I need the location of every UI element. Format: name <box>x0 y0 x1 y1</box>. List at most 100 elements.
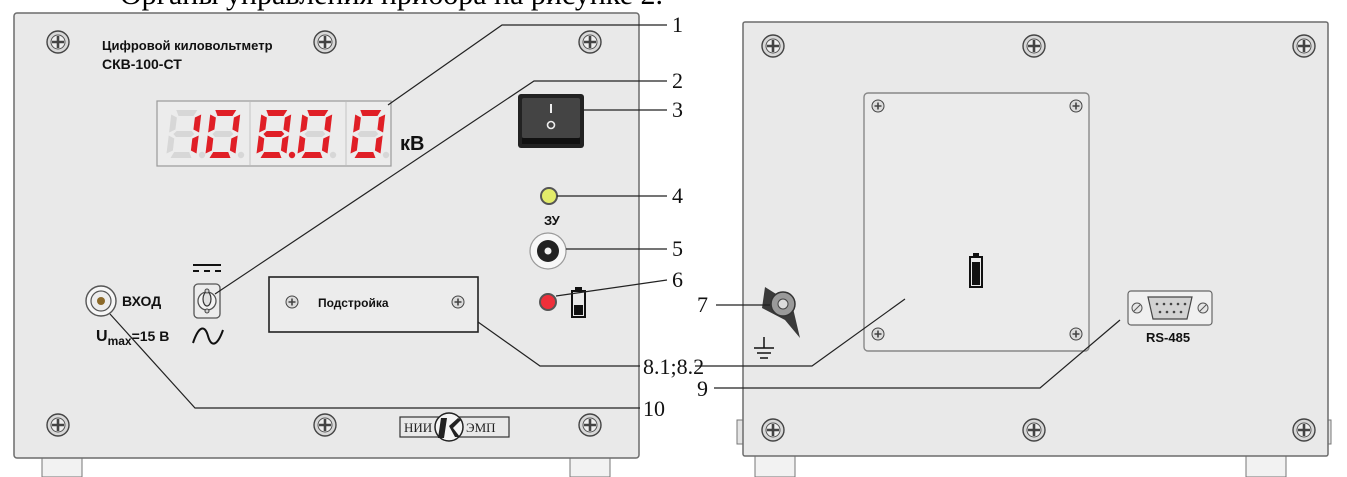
display-segment <box>190 135 199 154</box>
ground-terminal[interactable] <box>762 287 800 338</box>
screw-icon <box>577 412 603 438</box>
screw-icon <box>1291 33 1317 59</box>
callout-label-8: 8.1;8.2 <box>643 354 704 379</box>
screw-icon <box>871 99 885 113</box>
callout-label-1: 1 <box>672 12 683 37</box>
callout-label-6: 6 <box>672 267 683 292</box>
callout-label-9: 9 <box>697 376 708 401</box>
display-segment <box>170 152 192 158</box>
ac-dc-toggle[interactable] <box>193 283 221 319</box>
display-segment <box>353 114 361 133</box>
rs485-label: RS-485 <box>1146 330 1190 345</box>
display-segment <box>324 114 333 133</box>
screw-icon <box>871 327 885 341</box>
front-panel-foot-left <box>41 457 83 477</box>
screw-icon <box>312 412 338 438</box>
rear-panel-foot-right <box>1245 454 1287 477</box>
display-segment <box>166 135 175 154</box>
rear-panel-foot-left <box>754 454 796 477</box>
charger-led <box>540 187 558 205</box>
display-segment <box>259 114 267 133</box>
svg-text:НИИ: НИИ <box>404 420 432 435</box>
callout-labels: 1 2 3 4 5 6 7 8.1;8.2 9 10 <box>643 12 708 421</box>
callout-label-2: 2 <box>672 68 683 93</box>
callout-lines <box>109 24 1121 409</box>
callout-label-7: 7 <box>697 292 708 317</box>
rear-panel: RS-485 <box>736 21 1332 477</box>
display-decimal-point <box>198 151 206 159</box>
company-logo: НИИ ЭМП <box>399 412 510 442</box>
display-segment <box>263 131 285 137</box>
display-segment <box>169 114 177 133</box>
callout-line-9 <box>714 319 1121 389</box>
screw-icon <box>285 295 299 309</box>
ground-icon <box>754 337 774 359</box>
display-segment <box>212 131 234 137</box>
screw-icon <box>760 417 786 443</box>
charger-socket[interactable] <box>529 232 567 270</box>
screw-icon <box>1021 417 1047 443</box>
display-decimal-point <box>288 151 296 159</box>
screw-icon <box>45 29 71 55</box>
display-decimal-point <box>329 151 337 159</box>
display-segment <box>232 114 241 133</box>
screw-icon <box>760 33 786 59</box>
display-segment <box>300 114 308 133</box>
screw-icon <box>1069 99 1083 113</box>
display-segment <box>304 131 326 137</box>
power-switch[interactable] <box>518 94 584 148</box>
adjustment-label: Подстройка <box>318 296 389 310</box>
display-segment <box>176 110 198 116</box>
display-segment <box>301 152 323 158</box>
display-segment <box>173 131 195 137</box>
display-segment <box>374 135 383 154</box>
display-segment <box>280 135 289 154</box>
rs485-port[interactable] <box>1127 290 1213 326</box>
screw-icon <box>312 29 338 55</box>
display-digit <box>256 110 296 159</box>
display-segment <box>266 110 288 116</box>
model-code: СКВ-100-СТ <box>102 56 182 72</box>
adjustment-panel <box>268 276 479 333</box>
display-decimal-point <box>237 151 245 159</box>
display-digits <box>166 110 390 159</box>
battery-compartment-cover <box>863 92 1090 352</box>
display-segment <box>260 152 282 158</box>
input-connector[interactable] <box>85 285 117 317</box>
front-panel: Цифровой киловольтметр СКВ-100-СТ кВ ЗУ <box>13 12 640 477</box>
dc-icon <box>193 264 221 272</box>
battery-led <box>539 293 557 311</box>
model-name: Цифровой киловольтметр <box>102 38 273 53</box>
front-panel-foot-right <box>569 457 611 477</box>
svg-text:ЭМП: ЭМП <box>466 420 496 435</box>
display-decimal-point <box>382 151 390 159</box>
battery-icon <box>571 287 586 318</box>
screw-icon <box>451 295 465 309</box>
screw-icon <box>1069 327 1083 341</box>
power-off-mark-icon <box>546 120 556 130</box>
screw-icon <box>577 29 603 55</box>
display-segment <box>208 114 216 133</box>
display-digit <box>166 110 206 159</box>
callout-line-10 <box>109 313 640 409</box>
screw-icon <box>1021 33 1047 59</box>
screw-icon <box>45 412 71 438</box>
callout-label-10: 10 <box>643 396 665 421</box>
display-digit <box>205 110 245 159</box>
callout-label-3: 3 <box>672 97 683 122</box>
display-segment <box>307 110 329 116</box>
callout-label-5: 5 <box>672 236 683 261</box>
charger-label: ЗУ <box>544 213 561 228</box>
display-segment <box>209 152 231 158</box>
display-unit: кВ <box>400 133 424 155</box>
ac-icon <box>192 327 224 345</box>
display-segment <box>205 135 214 154</box>
display-segment <box>297 135 306 154</box>
callout-line-8b <box>695 298 906 367</box>
callout-line-8 <box>477 321 640 367</box>
callout-line-1 <box>387 24 667 106</box>
display-segment <box>350 135 359 154</box>
display-segment <box>321 135 330 154</box>
display-segment <box>377 114 386 133</box>
